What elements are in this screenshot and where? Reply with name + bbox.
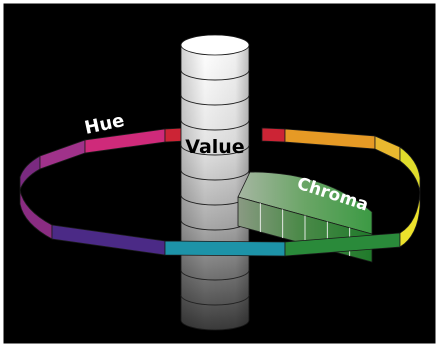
- value-label: Value: [185, 136, 244, 158]
- hue-ring-red-right-back: [261, 127, 286, 143]
- value-cylinder: [180, 34, 250, 331]
- hue-ring-back: [19, 127, 421, 193]
- value-band: [180, 119, 250, 131]
- value-band: [180, 69, 250, 81]
- hue-ring-front: [19, 189, 421, 257]
- hue-ring-blue-green-front: [164, 240, 286, 257]
- hue-ring-yellow-front: [399, 191, 421, 248]
- value-band: [180, 294, 250, 306]
- chroma-wedge-top: [237, 171, 373, 235]
- value-band: [180, 94, 250, 106]
- value-cylinder-top: [180, 34, 250, 56]
- value-band: [180, 144, 250, 156]
- value-band: [180, 269, 250, 281]
- value-band: [180, 169, 250, 181]
